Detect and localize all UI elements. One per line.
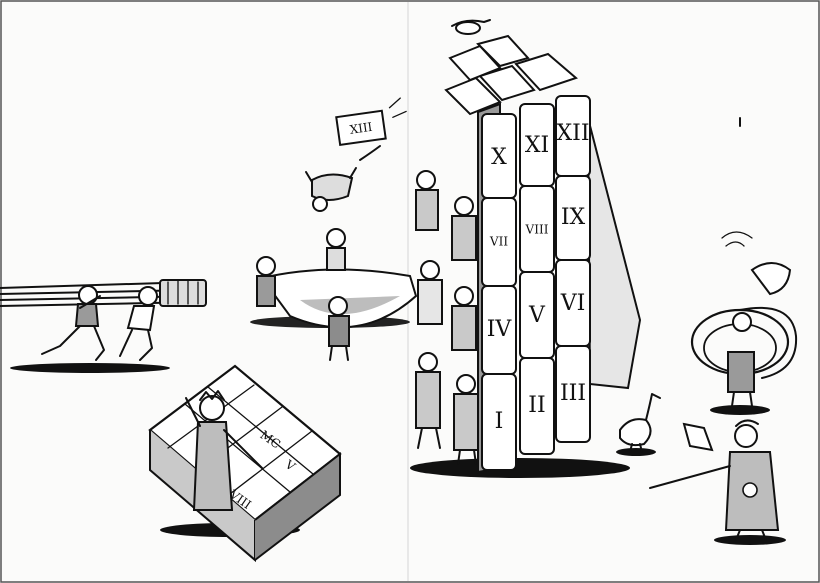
block-xii: XII (556, 121, 589, 146)
block-ix: IX (561, 205, 586, 230)
block-vii: VII (489, 235, 508, 249)
block-v: V (528, 303, 546, 328)
block-viii: VIII (525, 223, 549, 237)
block-iv: IV (487, 317, 513, 342)
block-tower: X XI XII VII VIII IX IV V VI I II III (410, 19, 642, 478)
blanket-holders (250, 228, 418, 361)
flying-sign: XIII (335, 97, 407, 147)
block-xi: XI (525, 133, 549, 158)
block-vi: VI (560, 291, 586, 316)
flying-sign-numeral: XIII (349, 120, 374, 137)
goose (616, 393, 661, 456)
block-ii: II (528, 393, 545, 418)
block-i: I (495, 409, 504, 434)
horn-player (690, 231, 798, 415)
block-iii: III (560, 381, 586, 406)
flying-soldier (305, 145, 381, 212)
block-x: X (491, 145, 507, 170)
pole-carriers (0, 279, 207, 373)
stacked-soldiers (415, 170, 479, 465)
architect-at-board: MC V VIII (148, 364, 342, 563)
trumpet-commander (649, 419, 786, 545)
